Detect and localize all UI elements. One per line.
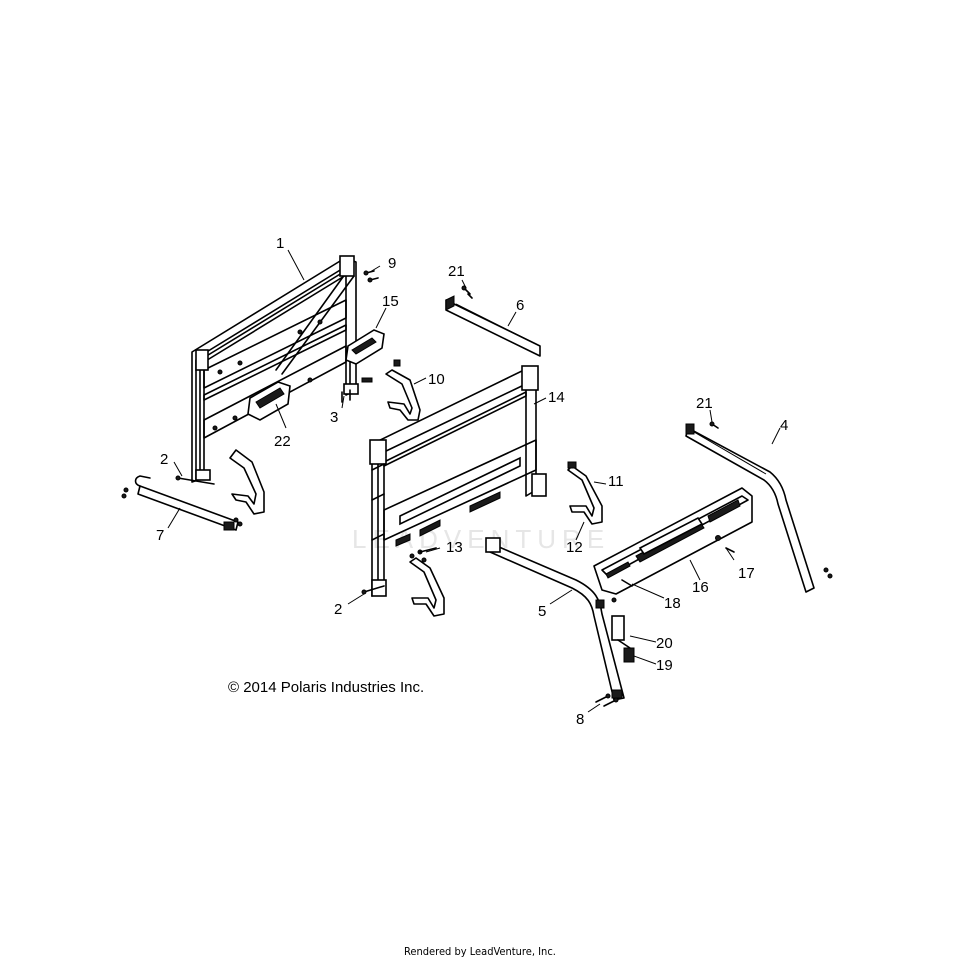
callout-16: 16: [692, 579, 709, 596]
part-14-front-frame: [369, 365, 547, 597]
part-10b-bracket: [229, 449, 265, 515]
part-13b-bracket: [409, 557, 445, 617]
callout-18: 18: [664, 595, 681, 612]
part-7-tube: [121, 475, 243, 531]
footer-text: Rendered by LeadVenture, Inc.: [404, 945, 556, 958]
callout-17: 17: [738, 565, 755, 582]
watermark-text: LEADVENTURE: [352, 524, 610, 554]
part-8-screws: [595, 693, 619, 707]
part-6-upper-bar: [445, 295, 541, 357]
part-11-12-bracket: [567, 461, 603, 525]
callout-13: 13: [446, 539, 463, 556]
part-3-fasteners: [341, 359, 401, 403]
part-2-bolt-left: [175, 475, 215, 485]
part-22-grab-handle: [247, 381, 291, 421]
part-21-screws-right: [709, 421, 719, 429]
callout-21-top: 21: [448, 263, 465, 280]
callout-1: 1: [276, 235, 284, 252]
copyright-text: © 2014 Polaris Industries Inc.: [228, 679, 424, 696]
callout-12: 12: [566, 539, 583, 556]
part-17-18-hardware: [611, 535, 735, 603]
callout-6: 6: [516, 297, 524, 314]
callout-9: 9: [388, 255, 396, 272]
part-21-screws-top: [461, 285, 473, 299]
callout-11: 11: [608, 473, 624, 490]
part-15-grab-handle: [345, 329, 385, 365]
callout-2-center: 2: [334, 601, 342, 618]
part-1-rear-frame: [191, 255, 359, 483]
callout-3: 3: [330, 409, 338, 426]
callout-22: 22: [274, 433, 291, 450]
part-16-panel: [593, 487, 753, 595]
part-5-curved-tube: [485, 537, 625, 701]
callouts: 1 2 2 3 4 5 6 7 8 9 10 11 12 13 14 15 16…: [156, 235, 788, 728]
callout-15: 15: [382, 293, 399, 310]
callout-10: 10: [428, 371, 445, 388]
leader-lines: [167, 249, 781, 713]
callout-14: 14: [548, 389, 565, 406]
part-10-bracket: [385, 369, 421, 421]
callout-19: 19: [656, 657, 673, 674]
callout-5: 5: [538, 603, 546, 620]
callout-4: 4: [780, 417, 788, 434]
part-4-side-bar: [685, 423, 833, 593]
callout-21-right: 21: [696, 395, 713, 412]
callout-2-left: 2: [160, 451, 168, 468]
callout-7: 7: [156, 527, 164, 544]
callout-8: 8: [576, 711, 584, 728]
part-20-19-fitting: [611, 615, 635, 663]
part-13-screws: [409, 547, 437, 563]
callout-20: 20: [656, 635, 673, 652]
part-9-screws: [363, 270, 379, 283]
